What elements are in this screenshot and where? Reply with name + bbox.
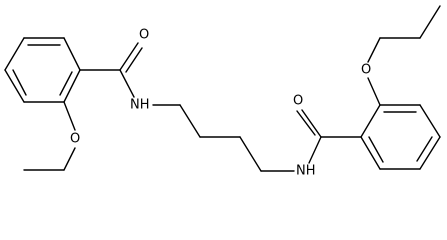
left-ether-oxygen: O [70, 132, 80, 147]
butyl-linker [152, 104, 295, 172]
left-amide-nitrogen: NH [130, 98, 150, 113]
right-ethoxy-group [367, 5, 441, 106]
left-amide-group [79, 42, 143, 98]
right-carbonyl-oxygen: O [293, 94, 303, 109]
left-carbonyl-oxygen: O [139, 28, 149, 43]
right-ether-oxygen: O [361, 63, 371, 78]
molecule-diagram: O NH O O NH [4, 5, 441, 179]
right-amide-nitrogen: NH [296, 164, 316, 179]
right-benzene-ring [360, 104, 441, 170]
left-ethoxy-group [23, 101, 76, 171]
right-amide-group [296, 109, 362, 164]
left-benzene-ring [4, 37, 81, 103]
